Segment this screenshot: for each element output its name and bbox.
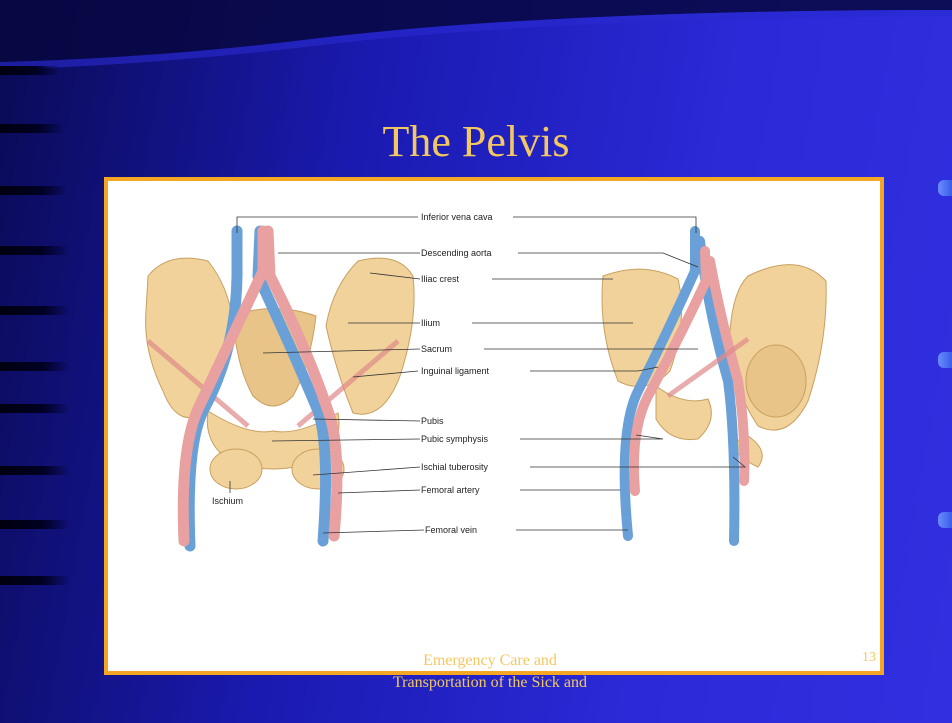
anterior-pelvis <box>146 231 414 546</box>
bullet-mark <box>938 352 952 368</box>
label-femoral-artery: Femoral artery <box>421 485 480 495</box>
label-ilium: Ilium <box>421 318 440 328</box>
bullet-mark <box>938 180 952 196</box>
footer-line-1: Emergency Care and <box>300 650 680 672</box>
pelvis-figure: Inferior vena cava Descending aorta Ilia… <box>104 177 884 675</box>
bullet-mark <box>938 512 952 528</box>
oblique-pelvis <box>602 231 826 541</box>
label-ischium: Ischium <box>212 496 243 506</box>
slide-title: The Pelvis <box>0 116 952 167</box>
label-femoral-vein: Femoral vein <box>425 525 477 535</box>
slide-number: 13 <box>862 650 876 666</box>
label-inferior-vena-cava: Inferior vena cava <box>421 212 493 222</box>
left-bar-decoration <box>0 0 110 620</box>
label-pubic-symphysis: Pubic symphysis <box>421 434 489 444</box>
slide-footer: Emergency Care and Transportation of the… <box>300 650 680 694</box>
label-pubis: Pubis <box>421 416 444 426</box>
pelvis-illustration: Inferior vena cava Descending aorta Ilia… <box>108 181 880 671</box>
header-swoosh <box>0 0 952 120</box>
label-sacrum: Sacrum <box>421 344 452 354</box>
label-inguinal-ligament: Inguinal ligament <box>421 366 490 376</box>
label-descending-aorta: Descending aorta <box>421 248 492 258</box>
label-ischial-tuberosity: Ischial tuberosity <box>421 462 489 472</box>
label-iliac-crest: Iliac crest <box>421 274 460 284</box>
footer-line-2: Transportation of the Sick and <box>300 672 680 694</box>
